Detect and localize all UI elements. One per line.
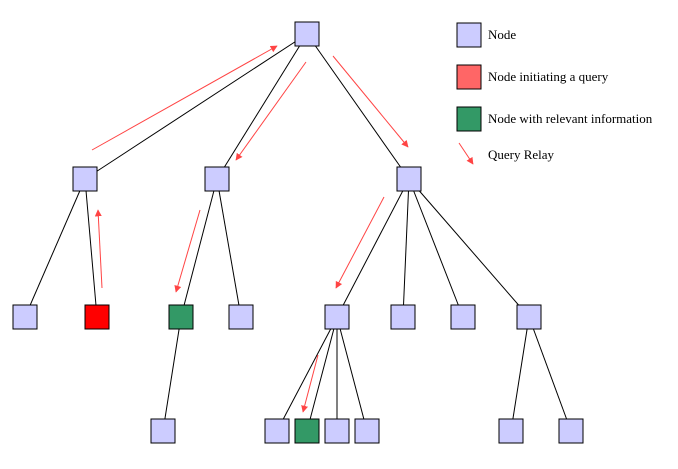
legend-symbol-initiator <box>456 64 482 90</box>
legend-symbol-relevant <box>456 106 482 132</box>
node-b2 <box>228 304 254 330</box>
edge-c1-c1a <box>276 316 338 432</box>
node-a2-initiator <box>84 304 110 330</box>
node-c1d <box>354 418 380 444</box>
relay-arrow-a2-a <box>94 209 103 289</box>
node-c1a <box>264 418 290 444</box>
relay-arrow-root-b <box>235 61 307 161</box>
edge-b-b2 <box>216 178 242 318</box>
edge-c-c1 <box>336 178 410 318</box>
edge-c1-c1d <box>336 316 368 432</box>
legend-label-relevant: Node with relevant information <box>488 111 653 126</box>
legend-label-query-relay: Query Relay <box>488 147 555 162</box>
edge-c4-c4a <box>510 316 530 432</box>
edge-c-c3 <box>408 178 464 318</box>
query-relay-arrows <box>91 45 409 413</box>
edge-c-c2 <box>402 178 410 318</box>
node-b1-relevant <box>168 304 194 330</box>
node-a <box>72 166 98 192</box>
edge-c1-c1b <box>306 316 338 432</box>
node-c4a <box>498 418 524 444</box>
legend-symbols <box>456 22 482 165</box>
edge-c-c4 <box>408 178 530 318</box>
relay-arrow-c1-c1b <box>301 354 319 413</box>
node-c <box>396 166 422 192</box>
legend-symbol-node <box>456 22 482 48</box>
edge-root-b <box>216 33 308 180</box>
node-b1a <box>150 418 176 444</box>
legend-label-initiator: Node initiating a query <box>488 69 609 84</box>
legend-symbol-query-relay <box>458 142 474 165</box>
node-c4 <box>516 304 542 330</box>
tree-nodes <box>12 21 584 444</box>
legend-label-node: Node <box>488 27 517 42</box>
edge-root-a <box>84 33 308 180</box>
edge-b-b1 <box>180 178 218 318</box>
node-c3 <box>450 304 476 330</box>
node-c1 <box>324 304 350 330</box>
node-b <box>204 166 230 192</box>
node-c1c <box>324 418 350 444</box>
node-c1b-relevant <box>294 418 320 444</box>
node-c4b <box>558 418 584 444</box>
node-root <box>294 21 320 47</box>
tree-edges <box>24 33 572 432</box>
edge-b1-b1a <box>162 316 182 432</box>
node-c2 <box>390 304 416 330</box>
edge-a-a2 <box>84 178 98 318</box>
node-a1 <box>12 304 38 330</box>
relay-arrow-c-c1 <box>335 196 385 289</box>
edge-a-a1 <box>24 178 86 318</box>
relay-arrow-a-root <box>91 45 278 151</box>
edge-root-c <box>306 33 410 180</box>
relay-arrow-root-c <box>332 55 409 148</box>
edge-c4-c4b <box>528 316 572 432</box>
relay-arrow-b-b1 <box>174 209 201 293</box>
